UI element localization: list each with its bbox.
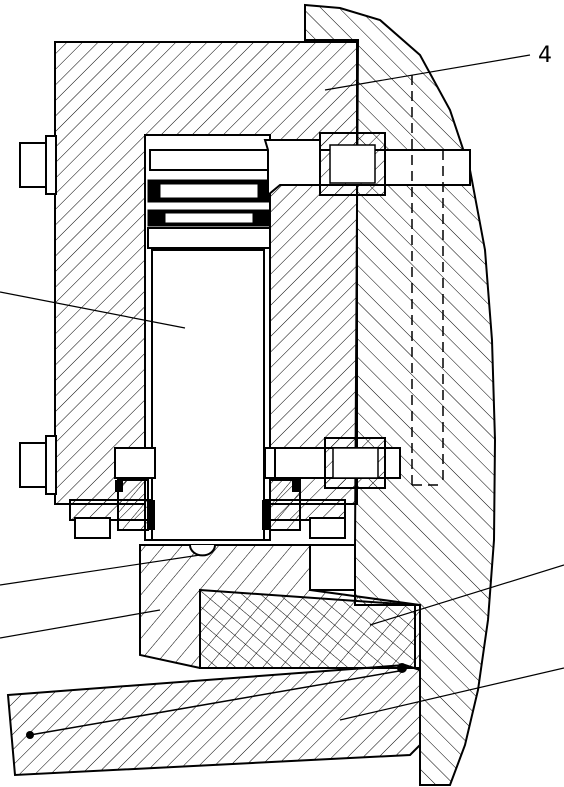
hidden-bore	[411, 75, 444, 486]
reference-label-4: 4	[538, 43, 552, 68]
side-bolt-top	[19, 135, 57, 195]
wedge-block	[139, 544, 421, 669]
lower-right-bolt	[274, 437, 401, 489]
oil-passage	[263, 132, 471, 198]
leader-lines	[0, 54, 564, 721]
tapered-plate	[6, 663, 421, 777]
cylinder-bore	[144, 134, 272, 541]
side-bolt-bottom	[19, 435, 57, 495]
